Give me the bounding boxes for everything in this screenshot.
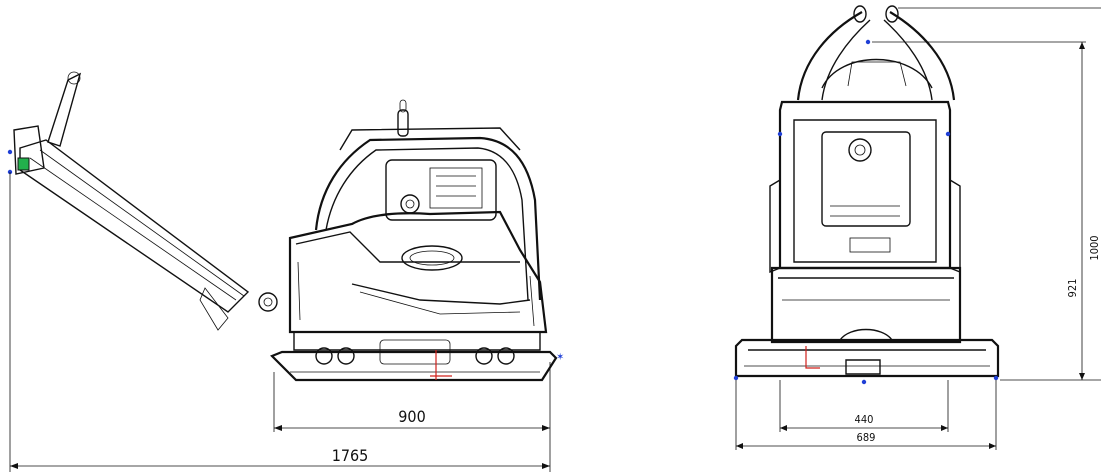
ref-point <box>861 379 867 385</box>
dim-height-overall-label: 1000 <box>1088 235 1101 260</box>
ref-point <box>777 131 783 137</box>
dim-base-plate-label: 900 <box>398 407 425 426</box>
front-lower <box>770 266 962 344</box>
handle-bar <box>13 71 278 331</box>
ref-point <box>865 39 871 45</box>
base-plate <box>270 331 558 382</box>
dim-width-overall-label: 689 <box>857 431 876 444</box>
ref-point <box>7 149 13 155</box>
ref-point: ✶ <box>556 352 564 363</box>
dim-height-handle-label: 921 <box>1066 279 1079 298</box>
front-body <box>769 100 961 274</box>
engine <box>385 159 497 221</box>
front-handle <box>796 5 956 101</box>
front-dimensions <box>735 7 1101 450</box>
front-base-plate <box>734 338 1000 378</box>
green-marker <box>17 157 30 171</box>
side-dimensions <box>9 172 551 472</box>
ref-point <box>993 375 999 381</box>
dim-length-overall-label: 1765 <box>332 446 369 465</box>
front-view: 440 689 921 1000 <box>733 5 1101 450</box>
frame <box>314 99 542 301</box>
side-view: ✶ 900 1765 <box>7 71 564 472</box>
housing <box>288 210 548 334</box>
ref-point <box>945 131 951 137</box>
ref-point <box>733 375 739 381</box>
dim-width-plate-label: 440 <box>855 413 874 426</box>
